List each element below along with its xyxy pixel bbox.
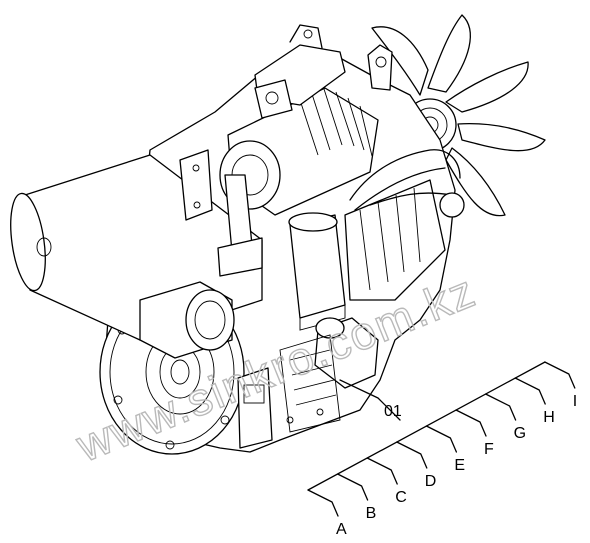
- index-letter-d: D: [425, 473, 437, 490]
- index-letter-c: C: [395, 489, 407, 506]
- part-number-label: 01: [384, 403, 402, 420]
- air-cleaner: [217, 87, 379, 277]
- index-letter-h: H: [543, 409, 555, 426]
- index-letter-a: A: [336, 521, 347, 538]
- rake-tick-e: [425, 425, 458, 453]
- rake-tick-f: [455, 409, 487, 437]
- bracket: [179, 149, 213, 221]
- rake-tick-h: [514, 377, 546, 405]
- oil-filter: [314, 317, 379, 389]
- rake-tick-i: [544, 361, 576, 389]
- index-letter-e: E: [454, 457, 465, 474]
- index-rake: A B C DE F GH I: [307, 361, 577, 538]
- part-callout: 01: [339, 379, 402, 421]
- rake-tick-g: [484, 393, 517, 421]
- rocker-cover: [254, 24, 393, 119]
- leader-line: [339, 379, 401, 421]
- index-letter-b: B: [366, 505, 377, 522]
- rake-tick-c: [366, 457, 398, 485]
- rake-tick-a: [307, 489, 339, 517]
- index-letter-f: F: [484, 441, 494, 458]
- rake-tick-d: [396, 441, 428, 469]
- index-letter-g: G: [514, 425, 526, 442]
- engine-illustration: [10, 14, 546, 455]
- fuel-system: [288, 149, 465, 331]
- front-cover-detail: [237, 334, 341, 449]
- index-letter-i: I: [573, 393, 577, 410]
- rake-tick-b: [336, 473, 369, 501]
